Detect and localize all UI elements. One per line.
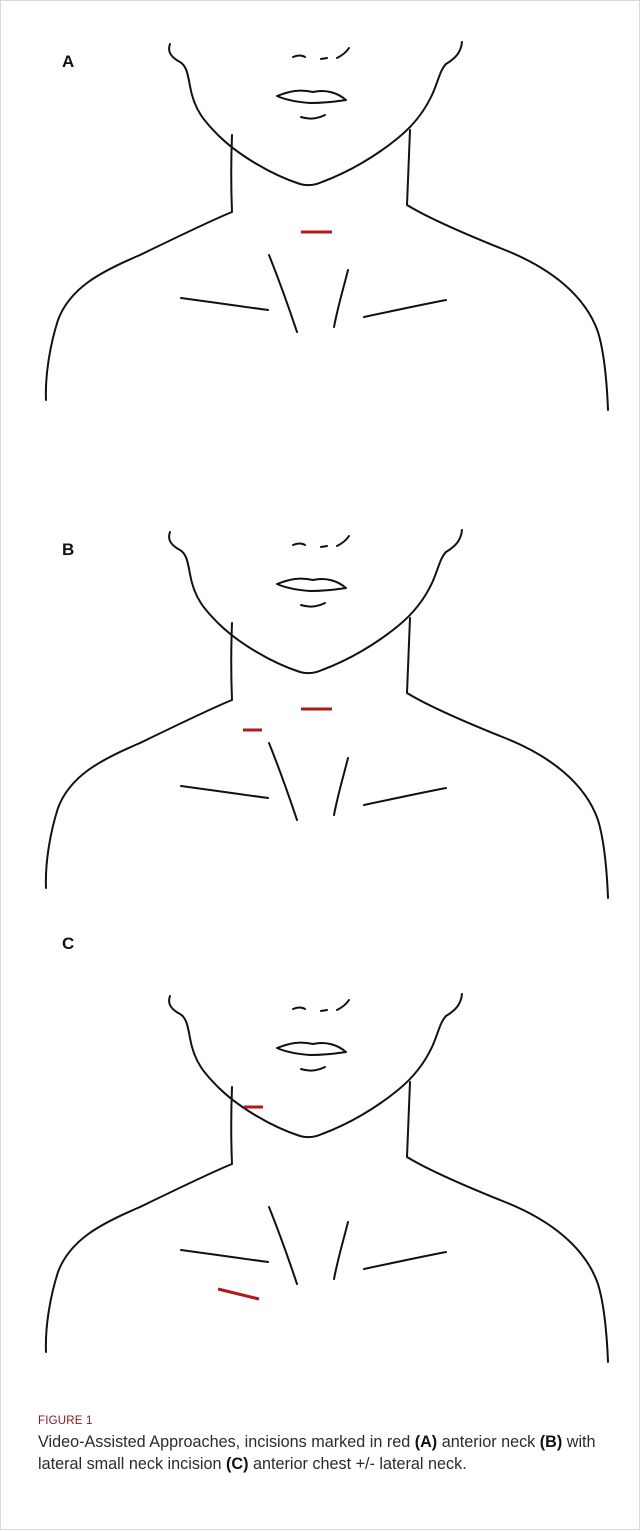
left-sternocleidomastoid (269, 743, 297, 820)
right-sternocleidomastoid (334, 1222, 348, 1279)
eye-mark (321, 1010, 327, 1011)
left-clavicle (181, 786, 268, 798)
figure-caption: FIGURE 1 Video-Assisted Approaches, inci… (38, 1415, 628, 1475)
figure-panel-b: B (0, 488, 641, 918)
left-shoulder-line (46, 135, 232, 400)
caption-label-c: (C) (226, 1455, 248, 1473)
neck-drawing-c (0, 952, 641, 1382)
eye-mark (321, 58, 327, 59)
caption-label-a: (A) (415, 1433, 437, 1451)
body-outline (46, 994, 608, 1362)
right-sternocleidomastoid (334, 758, 348, 815)
figure-number: FIGURE 1 (38, 1415, 628, 1427)
caption-text-c: anterior chest +/- lateral neck. (249, 1455, 467, 1473)
right-clavicle (364, 300, 446, 317)
figure-panel-c: C (0, 952, 641, 1382)
left-eye (293, 56, 305, 58)
left-eye (293, 1008, 305, 1010)
body-outline (46, 530, 608, 898)
right-eye (337, 48, 349, 58)
eye-mark (321, 546, 327, 547)
mouth (277, 91, 346, 103)
right-clavicle (364, 1252, 446, 1269)
caption-label-b: (B) (540, 1433, 562, 1451)
left-sternocleidomastoid (269, 1207, 297, 1284)
right-shoulder-line (407, 1082, 608, 1362)
chin-crease (301, 1067, 325, 1071)
figure-panel-a: A (0, 0, 641, 430)
mouth (277, 579, 346, 591)
neck-drawing-b (0, 488, 641, 918)
left-eye (293, 544, 305, 546)
caption-text: Video-Assisted Approaches, incisions mar… (38, 1431, 628, 1475)
jaw-line (169, 530, 462, 673)
left-sternocleidomastoid (269, 255, 297, 332)
left-shoulder-line (46, 623, 232, 888)
body-outline (46, 42, 608, 410)
caption-text-a: anterior neck (437, 1433, 540, 1451)
right-sternocleidomastoid (334, 270, 348, 327)
right-eye (337, 536, 349, 546)
left-shoulder-line (46, 1087, 232, 1352)
left-clavicle (181, 298, 268, 310)
chin-crease (301, 603, 325, 607)
incision-anterior-chest (218, 1289, 259, 1299)
right-shoulder-line (407, 618, 608, 898)
neck-drawing-a (0, 0, 641, 430)
caption-intro: Video-Assisted Approaches, incisions mar… (38, 1433, 415, 1451)
right-eye (337, 1000, 349, 1010)
panel-label-c: C (62, 934, 74, 954)
left-clavicle (181, 1250, 268, 1262)
jaw-line (169, 42, 462, 185)
chin-crease (301, 115, 325, 119)
jaw-line (169, 994, 462, 1137)
right-shoulder-line (407, 130, 608, 410)
right-clavicle (364, 788, 446, 805)
mouth (277, 1043, 346, 1055)
